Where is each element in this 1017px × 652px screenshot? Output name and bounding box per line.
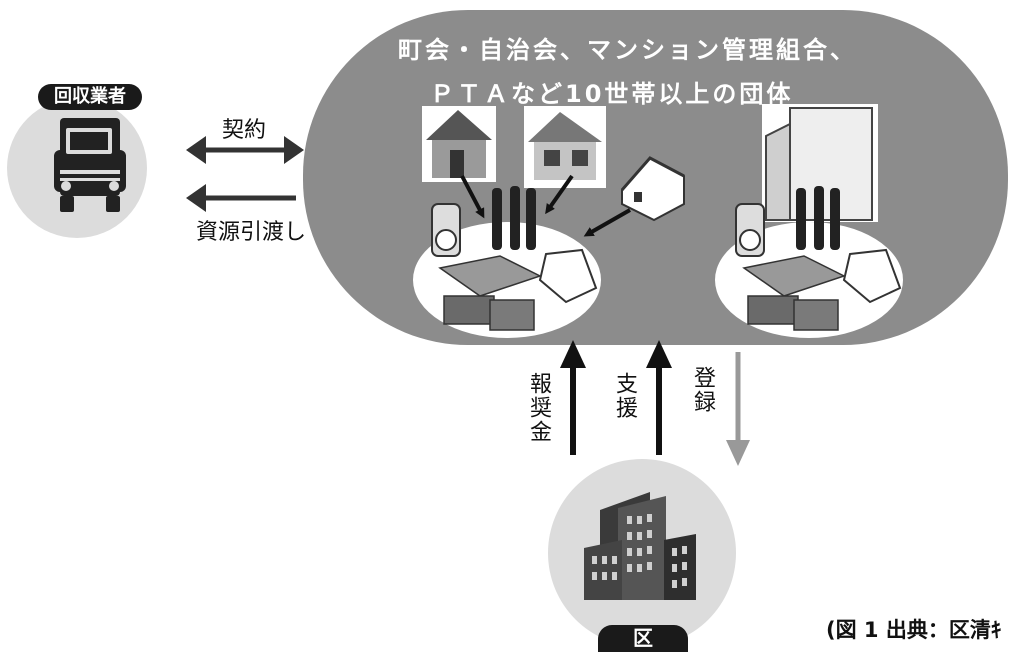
support-arrow bbox=[646, 340, 672, 455]
handover-label: 資源引渡し bbox=[196, 220, 307, 245]
small-house-icon bbox=[620, 156, 685, 222]
reward-label: 報奨金 bbox=[526, 372, 551, 444]
ward-label: 区 bbox=[598, 625, 688, 652]
figure-caption: (図 1 出典：区清ｷ bbox=[826, 618, 1002, 642]
group-title-line2: ＰＴＡなど10世帯以上の団体 bbox=[430, 80, 794, 108]
recyclables-left bbox=[431, 186, 598, 331]
contract-label: 契約 bbox=[222, 118, 267, 143]
register-arrow bbox=[726, 352, 750, 466]
contract-arrow bbox=[186, 136, 304, 164]
group-title-line1: 町会・自治会、マンション管理組合、 bbox=[398, 36, 857, 64]
recyclables-right bbox=[735, 186, 902, 331]
house-icon bbox=[422, 106, 496, 182]
ward-building-icon bbox=[584, 492, 696, 600]
support-label: 支援 bbox=[612, 372, 637, 420]
house-icon-2 bbox=[524, 106, 606, 188]
register-label: 登録 bbox=[690, 366, 715, 414]
truck-icon bbox=[54, 118, 126, 212]
reward-arrow bbox=[560, 340, 586, 455]
handover-arrow bbox=[186, 184, 296, 212]
collector-label: 回収業者 bbox=[38, 84, 142, 110]
